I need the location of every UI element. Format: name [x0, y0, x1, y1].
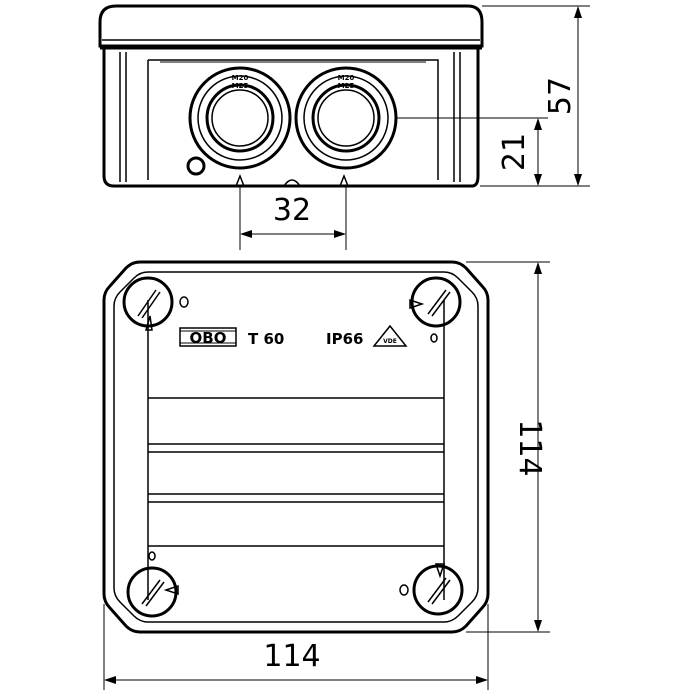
- cable-gland-right: M20 M25: [294, 66, 398, 170]
- bottom-notches: [235, 173, 349, 187]
- dim-height: 57: [543, 77, 578, 115]
- dim-gland-spacing: 32: [273, 193, 311, 228]
- small-hole: [179, 296, 189, 308]
- gland-left-size-label-2: M25: [232, 82, 249, 90]
- corner-screw-br: [412, 563, 464, 616]
- front-panel: [147, 59, 439, 180]
- top-view: OBO T 60 IP66 VDE 114 114: [102, 260, 550, 690]
- ip-rating-label: IP66: [326, 330, 363, 348]
- brand-logo: OBO: [179, 327, 237, 347]
- side-view: M20 M25 M20 M25 57 21: [98, 4, 590, 250]
- corner-screw-tr: [409, 276, 462, 328]
- corner-screw-tl: [122, 276, 174, 331]
- vde-text: VDE: [383, 338, 397, 345]
- label-area: [147, 300, 445, 600]
- small-hole: [430, 333, 438, 343]
- label-stripes: [148, 397, 444, 547]
- vde-certification-mark: VDE: [372, 324, 408, 347]
- dim-depth: 114: [512, 419, 547, 476]
- vent-ring: [186, 156, 206, 176]
- brand-text: OBO: [190, 329, 227, 347]
- corner-screw-bl: [126, 566, 179, 618]
- gland-left-size-label: M20: [232, 74, 249, 82]
- gland-right-size-label-2: M25: [338, 82, 355, 90]
- small-hole: [399, 584, 409, 596]
- dim-width: 114: [263, 639, 320, 674]
- gland-right-size-label: M20: [338, 74, 355, 82]
- model-label: T 60: [248, 330, 284, 348]
- small-hole: [148, 551, 156, 561]
- lid-inner-outline: [113, 271, 479, 623]
- cable-gland-left: M20 M25: [188, 66, 292, 170]
- lid-outline: [98, 4, 484, 48]
- lid-outline-top: [102, 260, 490, 634]
- dim-gland-height: 21: [497, 133, 532, 171]
